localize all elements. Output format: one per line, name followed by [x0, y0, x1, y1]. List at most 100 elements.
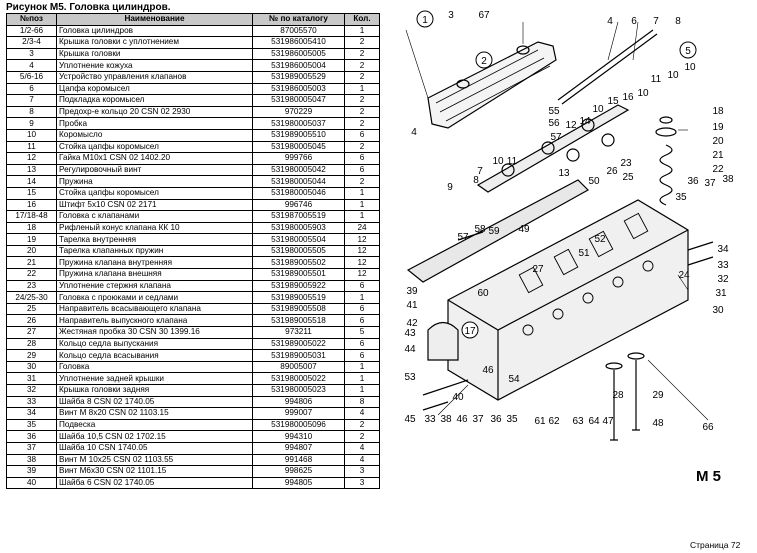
name-cell: Регулировочный винт — [56, 163, 253, 177]
callout-55: 55 — [548, 106, 560, 117]
position-cell: 32 — [6, 384, 57, 397]
catalog-number-cell: 531987005519 — [252, 210, 345, 223]
quantity-cell: 1 — [344, 360, 380, 374]
valve-spring-shape — [659, 144, 673, 206]
position-cell: 28 — [6, 337, 57, 351]
callout-28: 28 — [612, 390, 624, 401]
callout-47: 47 — [602, 416, 614, 427]
callout-36b: 36 — [490, 414, 502, 425]
quantity-cell: 8 — [344, 395, 380, 409]
position-cell: 2/3-4 — [6, 36, 57, 49]
name-cell: Пружина клапана внутренняя — [56, 256, 253, 270]
catalog-number-cell: 531980005045 — [252, 140, 345, 154]
callout-11b: 11 — [507, 156, 518, 167]
catalog-number-cell: 994310 — [252, 430, 345, 443]
quantity-cell: 1 — [344, 186, 380, 200]
callout-46b: 46 — [456, 414, 468, 425]
callout-50: 50 — [588, 176, 600, 187]
column-header: № по каталогу — [252, 13, 345, 26]
position-cell: 27 — [6, 326, 57, 339]
position-cell: 12 — [6, 152, 57, 165]
name-cell: Крышка головки с уплотнением — [56, 36, 253, 49]
column-header: №поз — [6, 13, 57, 26]
catalog-number-cell: 531980005903 — [252, 221, 345, 235]
catalog-number-cell: 531989005922 — [252, 279, 345, 293]
callout-8: 8 — [675, 16, 681, 27]
quantity-cell: 12 — [344, 244, 380, 258]
cylinder-head-block-shape — [447, 199, 689, 401]
quantity-cell: 1 — [344, 82, 380, 96]
name-cell: Головка с проюками и седлами — [56, 291, 253, 304]
catalog-number-cell: 531986005005 — [252, 47, 345, 61]
position-cell: 39 — [6, 465, 57, 478]
callout-33b: 33 — [424, 414, 436, 425]
name-cell: Устройство управления клапанов — [56, 70, 253, 84]
quantity-cell: 3 — [344, 465, 380, 478]
catalog-number-cell: 531989005510 — [252, 128, 345, 142]
callout-35: 35 — [675, 192, 687, 203]
catalog-number-cell: 531980005022 — [252, 372, 345, 385]
callout-6: 6 — [631, 16, 637, 27]
callout-20: 20 — [712, 136, 724, 147]
callout-25: 25 — [622, 172, 634, 183]
quantity-cell: 12 — [344, 256, 380, 270]
name-cell: Подвеска — [56, 418, 253, 432]
name-cell: Кольцо седла выпускания — [56, 337, 253, 351]
catalog-number-cell: 991468 — [252, 453, 345, 467]
callout-2: 2 — [481, 56, 487, 67]
callout-5: 5 — [685, 46, 691, 57]
callout-35b: 35 — [506, 414, 518, 425]
name-cell: Рифленый конус клапана КК 10 — [56, 221, 253, 235]
catalog-number-cell: 531989005518 — [252, 314, 345, 328]
position-cell: 36 — [6, 430, 57, 443]
name-cell: Шайба 10 CSN 1740.05 — [56, 441, 253, 455]
position-cell: 16 — [6, 198, 57, 212]
callout-9: 9 — [447, 182, 453, 193]
position-cell: 21 — [6, 256, 57, 270]
quantity-cell: 1 — [344, 24, 380, 38]
position-cell: 15 — [6, 186, 57, 200]
position-cell: 35 — [6, 418, 57, 432]
name-cell: Головка — [56, 360, 253, 374]
callout-57a: 57 — [550, 132, 562, 143]
catalog-number-cell: 89005007 — [252, 360, 345, 374]
catalog-number-cell: 531989005031 — [252, 349, 345, 362]
catalog-number-cell: 531989005508 — [252, 302, 345, 316]
callout-10d: 10 — [684, 62, 696, 73]
callout-40: 40 — [452, 392, 464, 403]
callout-14: 14 — [579, 116, 591, 127]
quantity-cell: 12 — [344, 233, 380, 246]
position-cell: 23 — [6, 279, 57, 293]
catalog-number-cell: 531980005046 — [252, 186, 345, 200]
callout-52: 52 — [594, 234, 606, 245]
callout-56: 56 — [548, 118, 560, 129]
callout-54: 54 — [508, 374, 520, 385]
rocker-shaft-shape — [557, 29, 658, 105]
callout-29: 29 — [652, 390, 664, 401]
position-cell: 38 — [6, 453, 57, 467]
quantity-cell: 2 — [344, 175, 380, 188]
callout-11: 11 — [651, 74, 662, 85]
name-cell: Гайка М10х1 CSN 02 1402.20 — [56, 152, 253, 165]
